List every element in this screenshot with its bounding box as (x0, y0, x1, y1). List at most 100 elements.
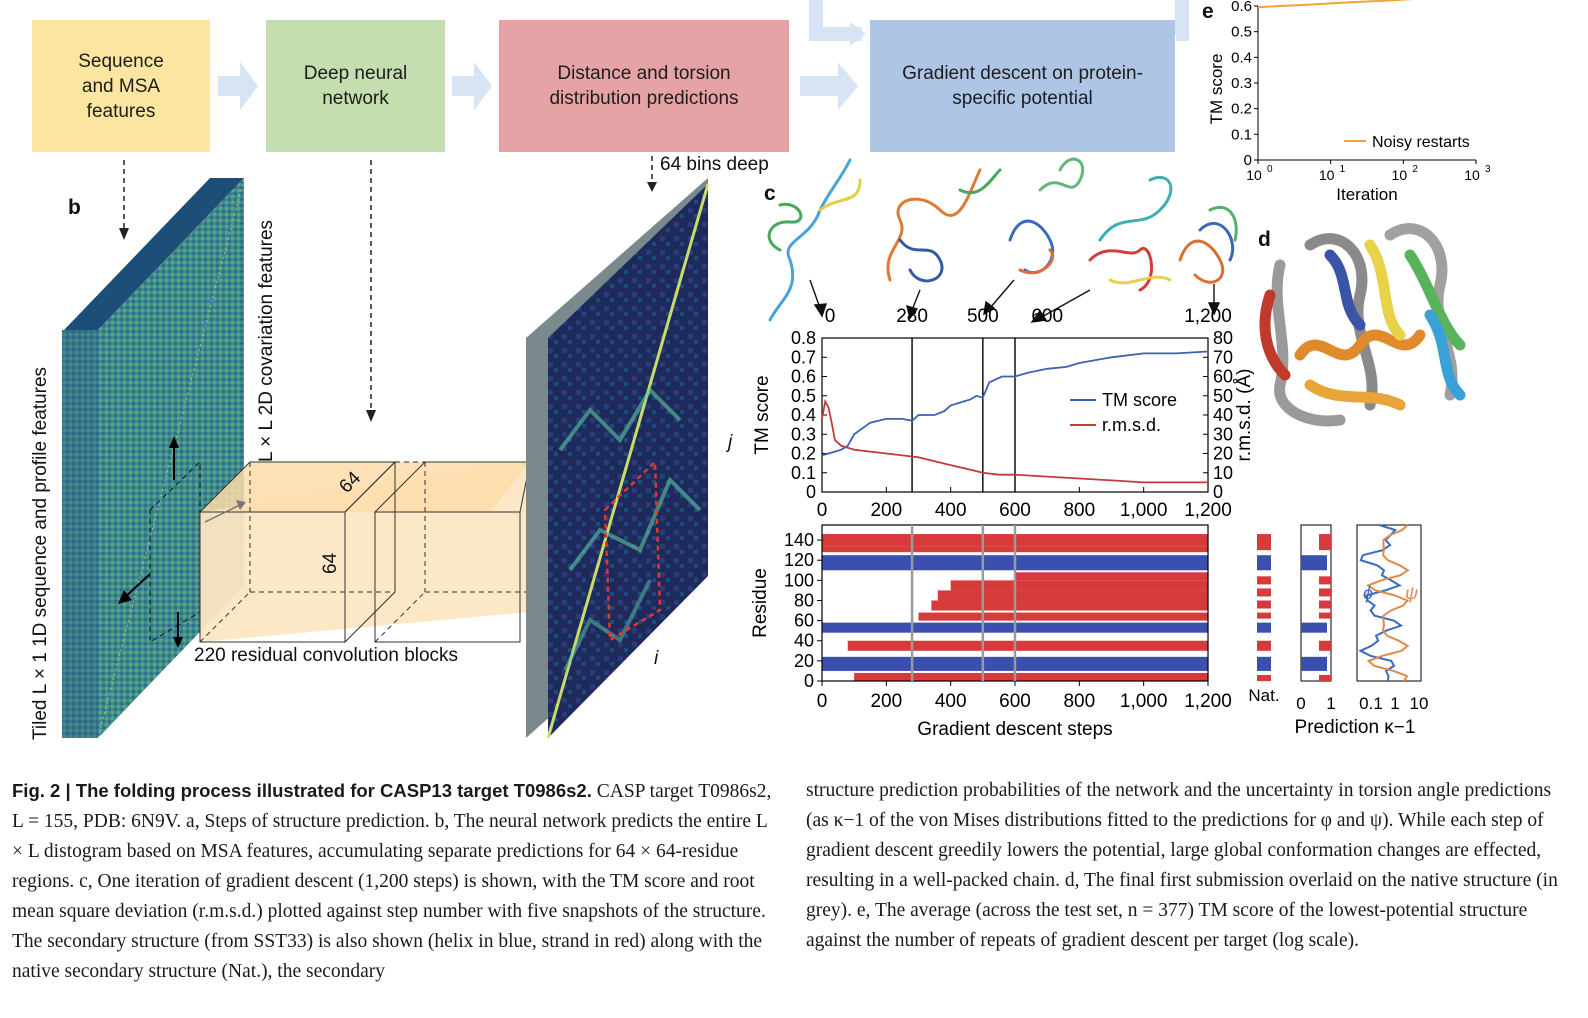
y-tick-label: 0.6 (1231, 0, 1252, 15)
series-line (821, 398, 1208, 484)
y-tick-label: 140 (784, 530, 814, 550)
y-tick-label-right: 70 (1213, 347, 1233, 367)
x-tick-label: 200 (870, 691, 902, 712)
strand-band (854, 672, 1208, 681)
psi-label: ψ (1405, 583, 1418, 603)
step-label: Sequence and MSA features (78, 50, 164, 122)
y-tick-label: 40 (794, 631, 814, 651)
snapshot-280 (886, 168, 982, 282)
prob-tick-label: 1 (1326, 694, 1335, 713)
x-tick-exponent: 2 (1412, 164, 1418, 175)
caption-right: structure prediction probabilities of th… (806, 776, 1576, 956)
x-tick-label: 10 (1392, 167, 1408, 183)
snapshot-600 (1088, 246, 1154, 292)
x-tick-label: 600 (999, 500, 1031, 521)
nat-strand (1257, 534, 1271, 551)
y-axis-label: TM score (1207, 54, 1226, 125)
label-1d-features: Tiled L × 1 1D sequence and profile feat… (30, 366, 51, 740)
panel-a-arrows (218, 0, 1189, 110)
phi-line (1358, 524, 1404, 682)
snapshot-label: 500 (967, 306, 999, 327)
y-tick-label-left: 0.5 (791, 386, 816, 406)
x-tick-label: 800 (1063, 691, 1095, 712)
x-tick-label: 10 (1246, 167, 1262, 183)
y-tick-label-left: 0.1 (791, 463, 816, 483)
step-label: Distance and torsion distribution predic… (549, 63, 739, 109)
nat-strand (1257, 640, 1271, 651)
legend-label: r.m.s.d. (1102, 415, 1161, 435)
nat-strand (1257, 600, 1271, 609)
flow-arrow-3 (800, 62, 858, 110)
prob-strand (1319, 674, 1331, 681)
y-tick-label: 100 (784, 570, 814, 590)
nat-label: Nat. (1248, 686, 1279, 705)
y-tick-label-left: 0.2 (791, 444, 816, 464)
series-line (1257, 0, 1414, 9)
x-tick-label: 800 (1063, 500, 1095, 521)
nat-strand (1257, 588, 1271, 597)
kappa-tick-label: 0.1 (1359, 694, 1383, 713)
crop-arrow-left (123, 573, 151, 599)
prob-helix (1301, 555, 1327, 571)
structure-snapshots (767, 157, 1238, 323)
y-tick-label-right: 40 (1213, 405, 1233, 425)
prob-strand (1319, 534, 1331, 551)
label-2d-covariation: L × L 2D covariation features (256, 219, 277, 462)
panel-d-letter: d (1258, 228, 1271, 251)
x-tick-label: 10 (1319, 167, 1335, 183)
y-tick-label-left: 0 (806, 482, 816, 502)
y-axis-label-left: TM score (752, 375, 773, 454)
step-gradient-descent: Gradient descent on protein-specific pot… (870, 20, 1175, 152)
kappa-axis-label: Prediction κ−1 (1295, 717, 1416, 738)
snapshot-0 (768, 158, 852, 322)
x-axis-label: Gradient descent steps (917, 719, 1112, 740)
nat-helix (1257, 622, 1271, 633)
snapshot-label: 1,200 (1184, 306, 1232, 327)
strand-band (937, 590, 1208, 601)
y-tick-label: 0.4 (1231, 49, 1252, 66)
figure-title: Fig. 2 | The folding process illustrated… (12, 780, 592, 801)
y-tick-label-left: 0.3 (791, 424, 816, 444)
y-tick-label-right: 50 (1213, 386, 1233, 406)
residual-block-stack (198, 460, 531, 644)
panel-c-letter: c (764, 182, 776, 205)
y-tick-label-left: 0.7 (791, 347, 816, 367)
step-distance-torsion: Distance and torsion distribution predic… (499, 20, 789, 152)
axis-j-label: j (728, 432, 733, 453)
legend-label: Noisy restarts (1372, 134, 1470, 151)
y-tick-label-right: 20 (1213, 444, 1233, 464)
axis-i-label: i (654, 648, 659, 669)
y-axis-label-right: r.m.s.d. (Å) (1234, 369, 1255, 462)
snapshot-label: 600 (1031, 306, 1063, 327)
prob-strand (1319, 576, 1331, 585)
flow-arrow-1 (218, 62, 258, 110)
strand-band (931, 600, 1208, 611)
nat-helix (1257, 656, 1271, 671)
panel-b-letter: b (68, 196, 81, 219)
prob-tick-label: 0 (1296, 694, 1305, 713)
y-tick-label: 0.2 (1231, 101, 1252, 118)
x-axis-label: Iteration (1336, 185, 1397, 204)
x-tick-exponent: 3 (1485, 164, 1491, 175)
y-tick-label-right: 10 (1213, 463, 1233, 483)
x-tick-label: 400 (935, 691, 967, 712)
x-tick-label: 1,200 (1184, 691, 1232, 712)
y-tick-label: 0 (1244, 152, 1252, 169)
strand-band (847, 640, 1208, 651)
prob-helix (1301, 656, 1327, 671)
y-tick-label: 0.1 (1231, 126, 1252, 143)
panel-b-diagram (62, 156, 710, 739)
x-tick-label: 0 (817, 500, 828, 521)
y-tick-label: 20 (794, 651, 814, 671)
region-highlight (603, 459, 662, 643)
snapshot-label: 0 (825, 306, 836, 327)
strand-band (950, 580, 1208, 591)
phi-label: ϕ (1363, 583, 1373, 603)
step-deep-network: Deep neural network (266, 20, 445, 152)
x-tick-label: 1,200 (1184, 500, 1232, 521)
nat-helix (1257, 555, 1271, 571)
y-tick-label-right: 60 (1213, 367, 1233, 387)
bins-label: 64 bins deep (660, 154, 769, 175)
